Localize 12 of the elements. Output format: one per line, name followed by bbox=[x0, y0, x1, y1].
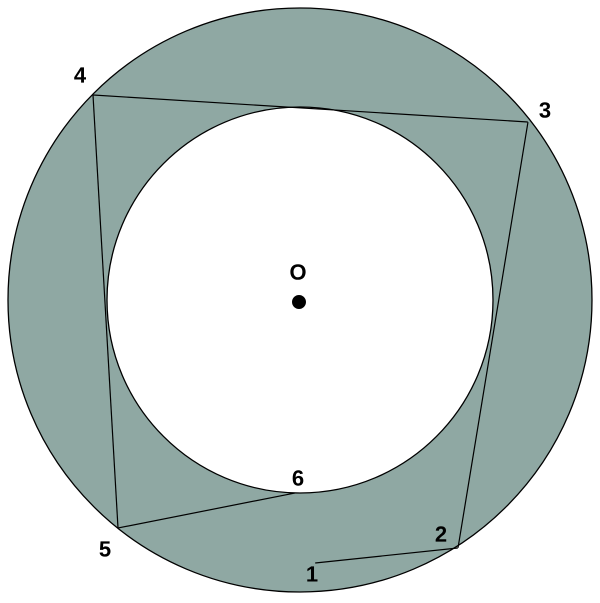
point-label: 2 bbox=[436, 526, 446, 542]
center-label: O bbox=[290, 264, 306, 280]
point-label: 4 bbox=[74, 67, 86, 83]
chord-line bbox=[315, 547, 458, 564]
chord-line bbox=[457, 122, 529, 548]
chord-line bbox=[118, 492, 295, 529]
point-label: 3 bbox=[539, 102, 550, 118]
point-label: 1 bbox=[307, 566, 318, 582]
chord-line bbox=[93, 94, 528, 123]
point-label: 5 bbox=[100, 541, 110, 557]
chord-line bbox=[92, 95, 119, 528]
point-label: 6 bbox=[292, 470, 304, 486]
